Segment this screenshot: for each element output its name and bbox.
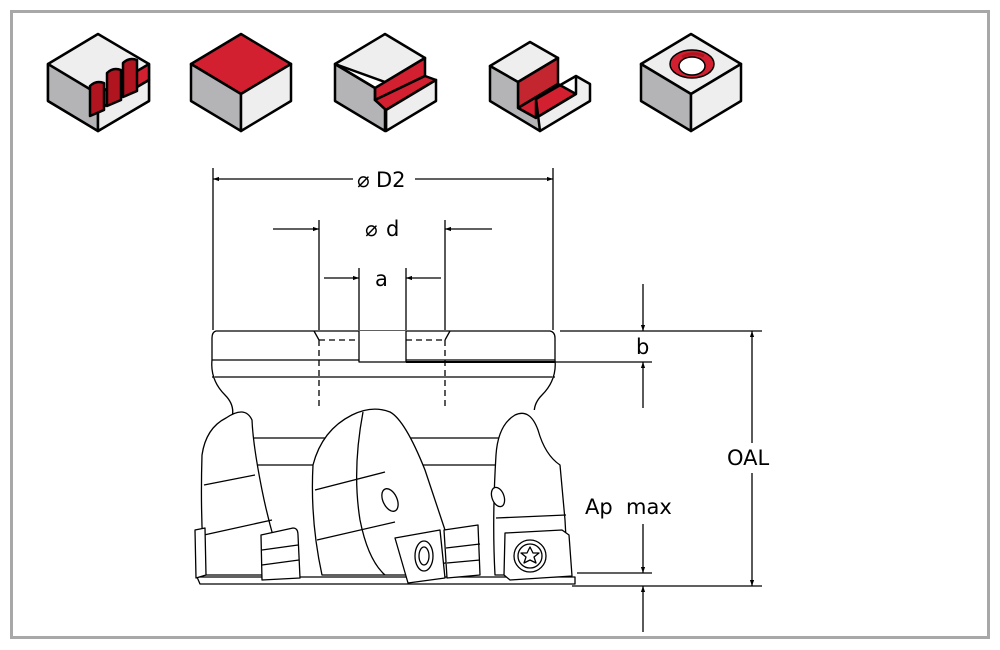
- dimension-labels: ⌀ D2 ⌀ d a b OAL Ap max: [357, 168, 770, 519]
- cutting-inserts: [194, 524, 573, 584]
- helical-interpolation-icon: [639, 32, 743, 133]
- dimension-label-oal: OAL: [727, 446, 770, 470]
- slot-milling-icon: [488, 40, 592, 133]
- dimension-label-d: d: [386, 217, 399, 241]
- d-diameter-symbol: ⌀: [365, 217, 378, 241]
- dimension-label-ap-max: Ap max: [585, 495, 672, 519]
- face-milling-icon: [189, 32, 293, 133]
- shoulder-milling-icon: [46, 32, 151, 133]
- dimension-label-b: b: [636, 335, 649, 359]
- dimension-label-d2: D2: [376, 168, 406, 192]
- d2-diameter-symbol: ⌀: [357, 168, 370, 192]
- step-milling-icon: [333, 32, 438, 133]
- dimension-label-a: a: [375, 267, 388, 291]
